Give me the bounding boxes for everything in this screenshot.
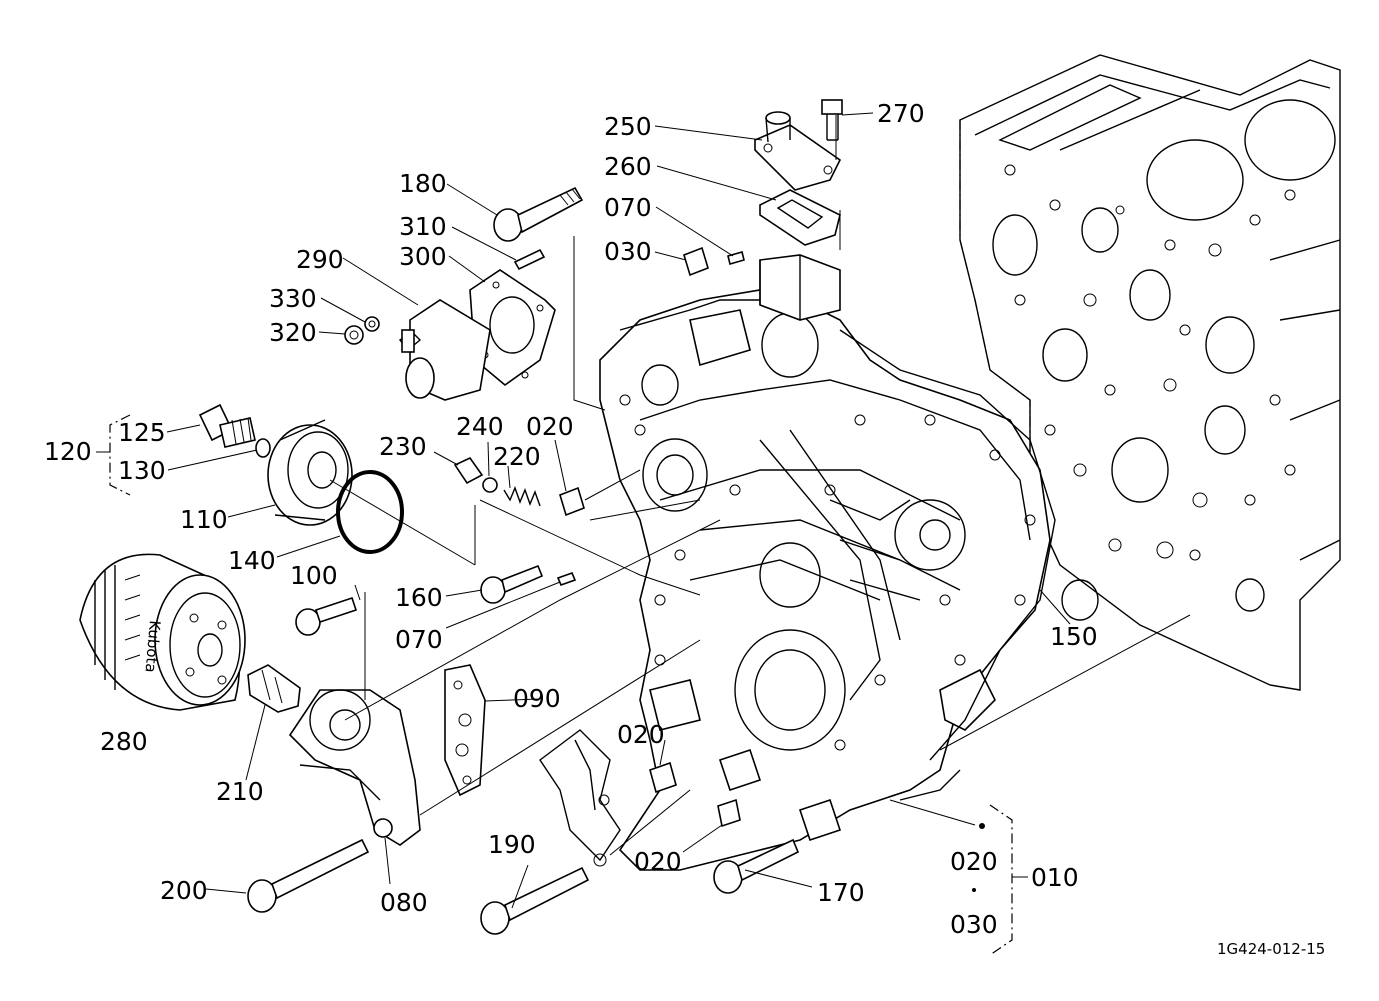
part-210-nipple	[247, 664, 301, 713]
label-030-top: 030	[604, 237, 652, 266]
label-190: 190	[488, 830, 536, 859]
part-320-nut	[344, 325, 364, 345]
part-220-spring	[503, 486, 541, 507]
part-230-sleeve	[453, 456, 484, 485]
part-190-bolt	[480, 866, 590, 935]
label-220: 220	[493, 442, 541, 471]
leader-lines	[96, 112, 1191, 956]
label-170: 170	[817, 878, 865, 907]
part-140-oring	[336, 470, 404, 554]
label-110: 110	[180, 505, 228, 534]
part-100-bolt	[295, 596, 358, 636]
label-210: 210	[216, 777, 264, 806]
part-260-gasket	[759, 189, 841, 246]
label-180: 180	[399, 169, 447, 198]
label-150: 150	[1050, 622, 1098, 651]
label-070-top: 070	[604, 193, 652, 222]
label-020-lower: 020	[617, 720, 665, 749]
label-120: 120	[44, 437, 92, 466]
label-310: 310	[399, 212, 447, 241]
part-290-cover	[398, 299, 491, 401]
label-230: 230	[379, 432, 427, 461]
part-070-pin	[556, 571, 577, 587]
label-160: 160	[395, 583, 443, 612]
label-020-relief: 020	[526, 412, 574, 441]
part-130-gasket	[255, 438, 271, 458]
part-270-bolt	[821, 99, 843, 141]
part-180-bolt	[493, 186, 584, 242]
label-125: 125	[118, 418, 166, 447]
part-125-plug	[198, 403, 256, 448]
part-020-plug-c	[717, 798, 741, 828]
label-270: 270	[877, 99, 925, 128]
part-020-plug-b	[649, 761, 677, 794]
label-240: 240	[456, 412, 504, 441]
part-200-bolt	[247, 838, 370, 913]
part-110-cover	[267, 419, 353, 526]
label-330: 330	[269, 284, 317, 313]
part-020-plug-a	[559, 486, 585, 517]
part-280-oil-filter: Kubota	[79, 553, 246, 711]
filter-head	[288, 689, 421, 846]
part-310-stud	[513, 248, 546, 271]
label-320: 320	[269, 318, 317, 347]
label-010: 010	[1031, 863, 1079, 892]
label-290: 290	[296, 245, 344, 274]
part-090-gasket	[444, 664, 486, 797]
label-140: 140	[228, 546, 276, 575]
label-070-mid: 070	[395, 625, 443, 654]
label-260: 260	[604, 152, 652, 181]
part-250-housing	[754, 111, 842, 191]
engine-block	[959, 54, 1341, 691]
part-170-bolt	[713, 838, 800, 894]
label-080: 080	[380, 888, 428, 917]
gear-case	[599, 254, 1056, 871]
kubota-brand-mark: Kubota	[141, 620, 163, 674]
label-090: 090	[513, 684, 561, 713]
part-030-plug-top	[683, 246, 709, 277]
part-240-ball	[482, 477, 498, 493]
part-330-washer	[364, 316, 380, 332]
drawing-number: 1G424-012-15	[1217, 940, 1325, 958]
label-130: 130	[118, 456, 166, 485]
lower-bracket	[539, 729, 621, 867]
label-280: 280	[100, 727, 148, 756]
label-020-bottom: 020	[634, 847, 682, 876]
label-100: 100	[290, 561, 338, 590]
part-labels: 270 250 260 070 030 180 310 300 290 330 …	[44, 99, 1325, 958]
label-200: 200	[160, 876, 208, 905]
part-160-bolt	[480, 564, 544, 604]
label-300: 300	[399, 242, 447, 271]
label-020-set: 020	[950, 847, 998, 876]
label-030-set: 030	[950, 910, 998, 939]
label-250: 250	[604, 112, 652, 141]
